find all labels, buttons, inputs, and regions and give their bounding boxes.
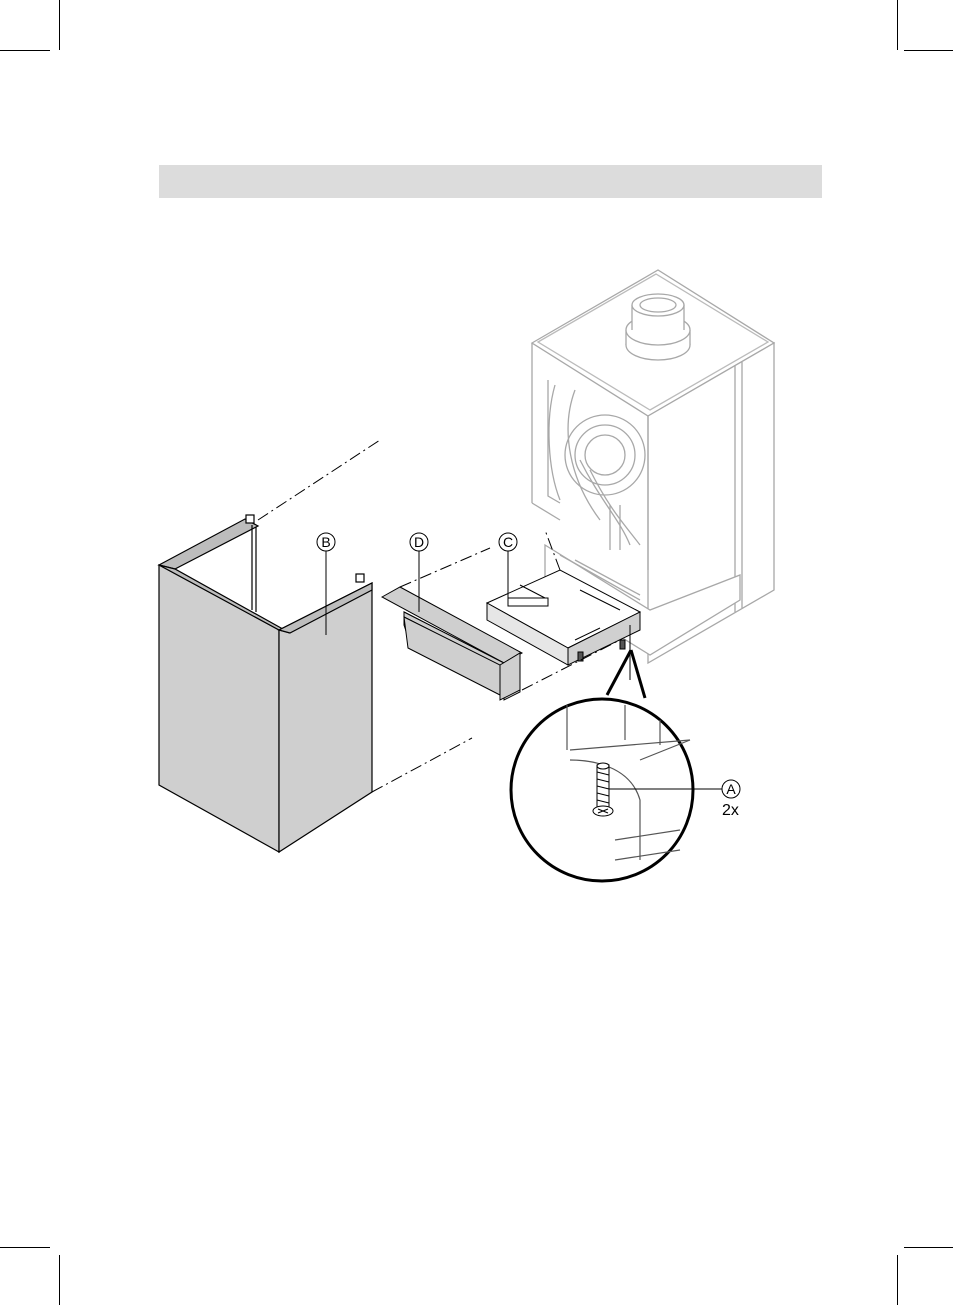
screw-detail-view bbox=[511, 650, 693, 881]
casing-b bbox=[159, 515, 372, 852]
callout-b: B bbox=[317, 533, 335, 551]
callout-a: A 2x bbox=[722, 780, 740, 819]
callout-d: D bbox=[410, 533, 428, 551]
callout-b-label: B bbox=[321, 534, 330, 550]
callout-c: C bbox=[499, 533, 517, 551]
screw-quantity: 2x bbox=[722, 802, 739, 819]
callout-a-label: A bbox=[726, 781, 736, 797]
callout-c-label: C bbox=[503, 534, 513, 550]
callout-d-label: D bbox=[414, 534, 424, 550]
